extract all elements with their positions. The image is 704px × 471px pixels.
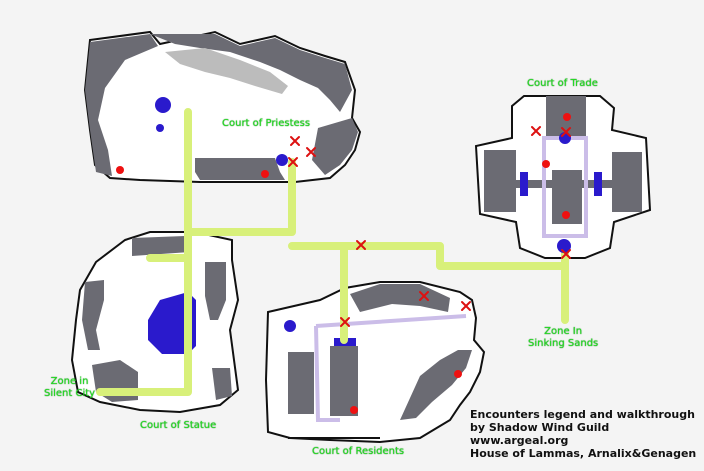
encounter-cross[interactable] <box>288 157 298 167</box>
encounter-cross[interactable] <box>531 126 541 136</box>
trade-arm-left <box>516 180 552 188</box>
portal-marker[interactable] <box>156 124 164 132</box>
encounter-dot[interactable] <box>563 113 571 121</box>
label-court-of-priestess: Court of Priestess <box>222 118 311 129</box>
label-zone-sinking-sands: Zone In Sinking Sands <box>528 326 598 350</box>
label-court-of-trade: Court of Trade <box>527 78 598 89</box>
priestess-rubble <box>165 48 288 94</box>
encounter-dot[interactable] <box>350 406 358 414</box>
label-court-of-residents: Court of Residents <box>312 446 405 457</box>
trade-building-right <box>612 152 642 212</box>
encounter-cross[interactable] <box>356 240 366 250</box>
credits-block: Encounters legend and walkthrough by Sha… <box>470 408 696 460</box>
residents-building-a <box>288 352 314 414</box>
priestess-wall-right <box>312 118 358 175</box>
residents-building-b <box>330 346 358 416</box>
priestess-wall-top <box>150 34 352 112</box>
portal-marker[interactable] <box>284 320 296 332</box>
residents-building-top <box>350 284 450 312</box>
credits-line: Encounters legend and walkthrough <box>470 408 695 421</box>
encounter-dots <box>116 113 571 414</box>
portal-marker[interactable] <box>557 239 571 253</box>
priestess-wall-left <box>85 34 158 176</box>
statue-wall-right-lower <box>212 368 232 400</box>
label-line: Sinking Sands <box>528 338 599 349</box>
statue-building-top <box>132 236 190 256</box>
encounter-dot[interactable] <box>454 370 462 378</box>
label-line: Zone in <box>50 376 89 387</box>
area-court-of-trade <box>474 95 652 259</box>
encounter-dot[interactable] <box>542 160 550 168</box>
walkthrough-path <box>96 108 569 396</box>
statue-wall-left-upper <box>82 280 104 350</box>
label-court-of-statue: Court of Statue <box>140 420 217 431</box>
encounter-cross[interactable] <box>461 301 471 311</box>
encounter-cross[interactable] <box>306 147 316 157</box>
encounter-cross[interactable] <box>419 291 429 301</box>
credits-line: by Shadow Wind Guild <box>470 421 610 434</box>
label-line: Zone In <box>544 326 583 337</box>
credits-line[interactable]: www.argeal.org <box>470 434 569 447</box>
encounter-cross[interactable] <box>290 136 300 146</box>
encounter-cross[interactable] <box>340 317 350 327</box>
encounter-dot[interactable] <box>261 170 269 178</box>
encounter-cross[interactable] <box>561 249 571 259</box>
encounter-dot[interactable] <box>116 166 124 174</box>
encounter-cross[interactable] <box>561 127 571 137</box>
priestess-building-bottom <box>195 158 285 180</box>
trade-building-left <box>484 150 516 212</box>
trade-blue-left <box>520 172 528 196</box>
credits-line: House of Lammas, Arnalix&Genagen <box>470 447 697 460</box>
encounter-crosses <box>288 126 571 327</box>
trade-blue-right <box>594 172 602 196</box>
label-zone-silent-city: Zone in Silent City <box>44 376 95 400</box>
area-court-of-residents <box>264 281 486 444</box>
portal-marker[interactable] <box>276 154 288 166</box>
encounter-dot[interactable] <box>562 211 570 219</box>
statue-wall-right-upper <box>205 262 226 320</box>
residents-rubble <box>400 350 472 420</box>
portal-marker[interactable] <box>155 97 171 113</box>
area-court-of-priestess <box>83 30 362 183</box>
label-line: Silent City <box>44 388 96 399</box>
